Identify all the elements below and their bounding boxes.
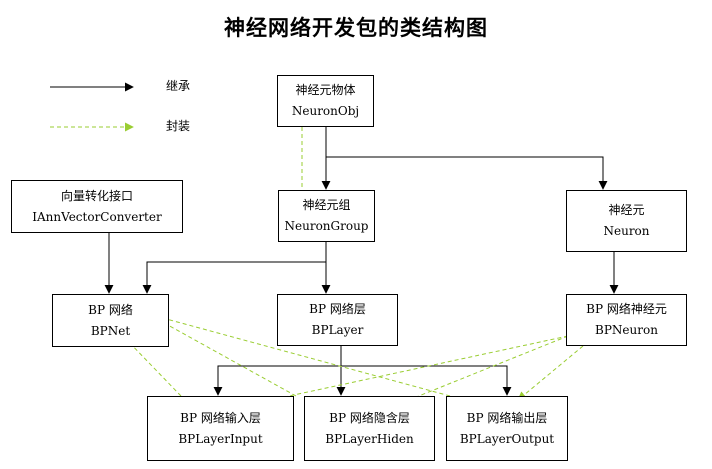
edge-neuronobj-neuron <box>326 156 608 190</box>
edge-bpneuron-bplayeroutput <box>517 345 584 401</box>
node-neuron-en: Neuron <box>603 224 650 238</box>
node-neuron-cn: 神经元 <box>608 203 645 217</box>
node-annvector-en: IAnnVectorConverter <box>32 209 162 224</box>
edge-bplayer-bplayeroutput <box>341 365 512 396</box>
node-bplayer: BP 网络层 BPLayer <box>277 294 398 346</box>
node-bpnet-cn: BP 网络 <box>88 302 133 317</box>
edge-bplayer-bplayerinput <box>213 365 341 396</box>
node-neuron: 神经元 Neuron <box>566 190 687 252</box>
node-bplayeroutput-cn: BP 网络输出层 <box>466 410 548 425</box>
inherit-edges <box>104 126 619 396</box>
node-bplayeroutput-en: BPLayerOutput <box>459 431 555 446</box>
edge-bplayeroutput-bpnet <box>147 311 451 397</box>
legend-inherit-label: 继承 <box>166 79 191 93</box>
encapsulate-edges <box>123 127 584 413</box>
edge-neurongroup-bpnet <box>142 261 326 294</box>
node-neuronobj: 神经元物体 NeuronObj <box>277 75 374 127</box>
node-bplayeroutput: BP 网络输出层 BPLayerOutput <box>446 396 568 461</box>
node-neurongroup-cn: 神经元组 <box>302 198 351 212</box>
diagram-title: 神经网络开发包的类结构图 <box>224 16 488 40</box>
legend-encapsulate-label: 封装 <box>166 119 191 133</box>
node-bplayerinput-en: BPLayerInput <box>178 431 263 446</box>
node-bpnet: BP 网络 BPNet <box>52 294 169 347</box>
node-neurongroup: 神经元组 NeuronGroup <box>278 190 375 242</box>
node-bpneuron-cn: BP 网络神经元 <box>586 302 667 316</box>
node-bplayerinput-cn: BP 网络输入层 <box>180 410 261 425</box>
node-neuronobj-en: NeuronObj <box>291 104 360 118</box>
node-bplayerhiden: BP 网络隐含层 BPLayerHiden <box>304 396 435 461</box>
node-bpnet-en: BPNet <box>90 323 131 338</box>
node-bplayer-en: BPLayer <box>311 323 364 337</box>
node-annvector-cn: 向量转化接口 <box>60 188 133 203</box>
node-bplayer-cn: BP 网络层 <box>309 302 366 316</box>
node-annvector: 向量转化接口 IAnnVectorConverter <box>11 180 183 233</box>
node-bplayerhiden-en: BPLayerHiden <box>325 431 414 446</box>
edge-bpneuron-bplayerhiden <box>383 335 569 412</box>
node-neuronobj-cn: 神经元物体 <box>295 83 356 97</box>
edge-bplayerhiden-bpnet <box>147 313 297 397</box>
edge-bpneuron-bplayerinput <box>223 335 569 413</box>
node-bpneuron-en: BPNeuron <box>595 323 658 337</box>
node-neurongroup-en: NeuronGroup <box>284 219 369 233</box>
node-bplayerinput: BP 网络输入层 BPLayerInput <box>147 396 294 461</box>
node-bpneuron: BP 网络神经元 BPNeuron <box>566 294 687 346</box>
node-bplayerhiden-cn: BP 网络隐含层 <box>329 410 410 425</box>
